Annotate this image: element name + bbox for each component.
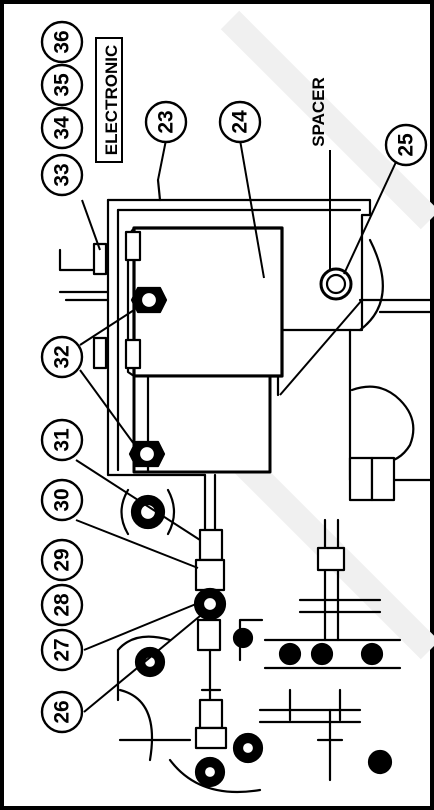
leader-lines	[75, 139, 397, 713]
callout-circle	[40, 153, 84, 197]
callout-32: 32	[40, 335, 84, 379]
callout-35: 35	[40, 63, 84, 107]
callout-31: 31	[40, 418, 84, 462]
callout-27: 27	[40, 628, 84, 672]
callout-34: 34	[40, 106, 84, 150]
callout-circle	[218, 100, 262, 144]
callout-circle	[40, 20, 84, 64]
callout-number: 35	[51, 73, 74, 97]
callout-number: 23	[155, 110, 178, 133]
callout-number: 34	[51, 116, 74, 140]
callout-number: 26	[51, 700, 74, 723]
label-electronic: ELECTRONIC	[102, 45, 121, 156]
callout-circle	[40, 538, 84, 582]
label-spacer: SPACER	[309, 77, 328, 147]
callout-25: 25	[384, 123, 428, 167]
callout-number: 32	[51, 345, 74, 368]
callout-circle	[40, 106, 84, 150]
machine-drawing	[58, 178, 432, 794]
callout-circle	[40, 63, 84, 107]
callout-30: 30	[40, 478, 84, 522]
callout-36: 36	[40, 20, 84, 64]
callout-28: 28	[40, 583, 84, 627]
callout-circle	[40, 478, 84, 522]
callout-26: 26	[40, 690, 84, 734]
callout-number: 27	[51, 638, 74, 661]
callout-number: 33	[51, 163, 74, 186]
callout-circle	[40, 583, 84, 627]
callout-23: 23	[144, 100, 188, 144]
callout-number: 30	[51, 488, 74, 511]
callout-number: 29	[51, 548, 74, 571]
callout-29: 29	[40, 538, 84, 582]
callout-circle	[40, 628, 84, 672]
callout-33: 33	[40, 153, 84, 197]
callout-number: 28	[51, 593, 74, 617]
callout-number: 31	[51, 428, 74, 452]
callout-number: 36	[51, 30, 74, 53]
callout-number: 25	[395, 133, 418, 157]
callout-circle	[40, 690, 84, 734]
callout-circle	[144, 100, 188, 144]
callouts: 36 35 34 33 23 24 25 32 31 30 29 28 27 26	[40, 20, 428, 734]
callout-24: 24	[218, 100, 262, 144]
callout-number: 24	[229, 110, 252, 134]
callout-circle	[384, 123, 428, 167]
callout-circle	[40, 418, 84, 462]
callout-circle	[40, 335, 84, 379]
